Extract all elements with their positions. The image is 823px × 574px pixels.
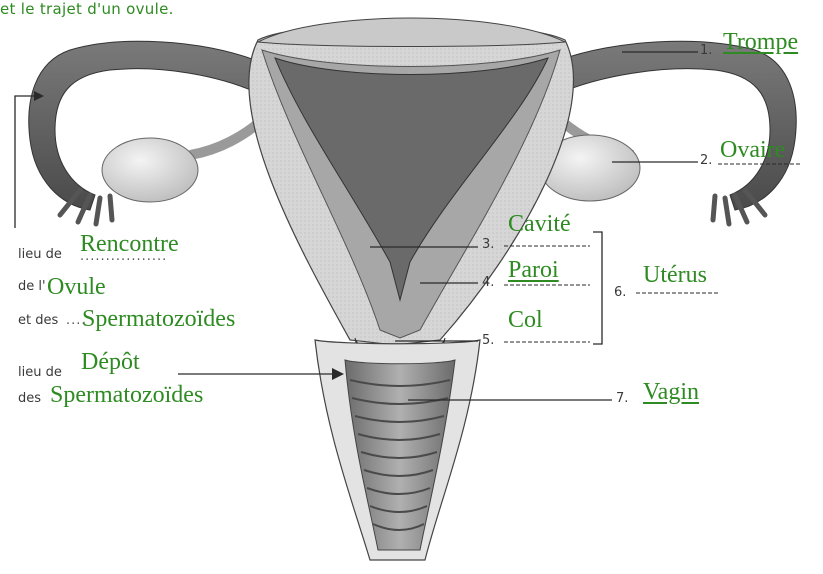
answer-ovaire: Ovaire <box>720 138 785 162</box>
note-lieu-de-1: lieu de <box>18 248 62 261</box>
note-et-des: et des <box>18 314 58 327</box>
answer-uterus: Utérus <box>643 263 707 287</box>
answer-spermatozoides-1: Spermatozoïdes <box>82 307 235 331</box>
answer-trompe: Trompe <box>723 30 798 54</box>
note-lieu-de-2: lieu de <box>18 366 62 379</box>
label-number-5: 5. <box>482 334 494 347</box>
label-number-1: 1. <box>700 44 712 57</box>
answer-spermatozoides-2: Spermatozoïdes <box>50 383 203 407</box>
instruction-text: et le trajet d'un ovule. <box>0 2 174 17</box>
label-number-3: 3. <box>482 238 494 251</box>
blank-rencontre: ................. <box>80 250 167 263</box>
answer-cavite: Cavité <box>508 212 571 236</box>
answer-ovule: Ovule <box>47 275 106 299</box>
note-des: des <box>18 392 41 405</box>
answer-paroi: Paroi <box>508 258 559 282</box>
label-number-4: 4. <box>482 276 494 289</box>
note-de-l: de l' <box>18 280 46 293</box>
label-number-2: 2. <box>700 154 712 167</box>
label-number-6: 6. <box>614 286 626 299</box>
answer-vagin: Vagin <box>643 380 699 404</box>
left-ovary <box>102 138 198 202</box>
answer-col: Col <box>508 308 543 332</box>
label-number-7: 7. <box>616 392 628 405</box>
answer-depot: Dépôt <box>81 350 140 374</box>
